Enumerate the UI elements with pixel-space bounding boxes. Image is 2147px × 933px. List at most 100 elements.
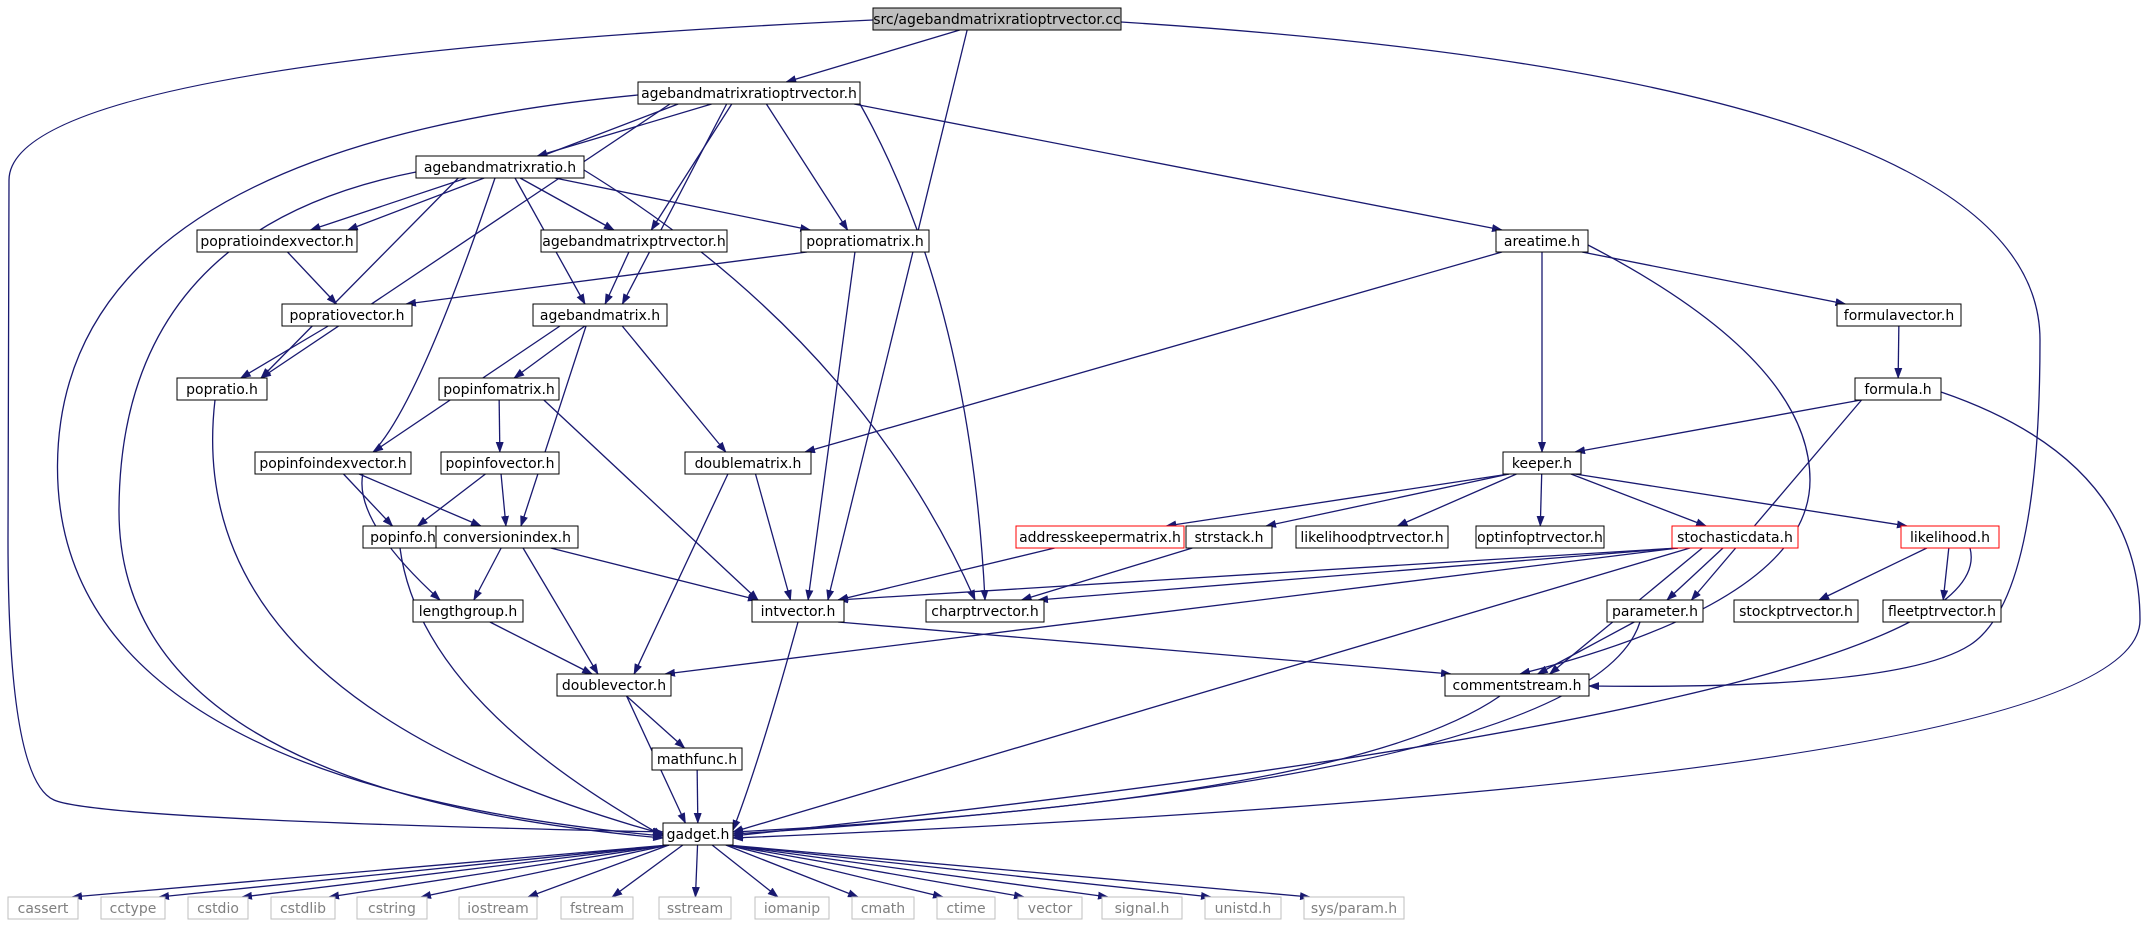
node-label: popinfomatrix.h xyxy=(443,382,555,398)
node-strstack-h[interactable]: strstack.h xyxy=(1185,525,1273,549)
node-popratiomatrix-h[interactable]: popratiomatrix.h xyxy=(800,229,930,253)
node-box xyxy=(532,303,668,327)
node-stochasticdata-h[interactable]: stochasticdata.h xyxy=(1671,525,1799,549)
edge-conversionindex-h-to-lengthgroup-h xyxy=(473,547,502,601)
edge-gadget-h-to-cassert xyxy=(71,844,670,901)
node-likelihood-h[interactable]: likelihood.h xyxy=(1900,525,2000,549)
edge-conversionindex-h-to-doublevector-h xyxy=(522,547,599,675)
node-label: popinfo.h xyxy=(370,530,436,546)
node-optinfoptrvector-h[interactable]: optinfoptrvector.h xyxy=(1475,525,1605,549)
node-box xyxy=(356,896,428,920)
edge-popratiomatrix-h-to-popratiovector-h xyxy=(405,251,808,307)
node-label: src/agebandmatrixratioptrvector.cc xyxy=(873,12,1120,28)
edge-areatime-h-to-formulavector-h xyxy=(1581,251,1847,306)
edge-gadget-h-to-unistd-h xyxy=(726,844,1212,900)
node-popinfovector-h[interactable]: popinfovector.h xyxy=(440,451,560,475)
edge-agebandmatrixratio-h-to-agebandmatrixptrvector-h xyxy=(519,177,615,231)
edge-agebandmatrixratio-h-to-popratiomatrix-h xyxy=(554,177,812,232)
edge-popratio-h-to-gadget-h xyxy=(211,399,664,836)
edge-popinfo-h-to-gadget-h xyxy=(399,547,664,837)
node-lengthgroup-h[interactable]: lengthgroup.h xyxy=(412,599,524,623)
node-label: intvector.h xyxy=(761,604,836,620)
edge-gadget-h-to-iomanip xyxy=(711,844,779,898)
node-sys-param-h: sys/param.h xyxy=(1303,896,1405,920)
node-doublematrix-h[interactable]: doublematrix.h xyxy=(684,451,812,475)
node-popratioindexvector-h[interactable]: popratioindexvector.h xyxy=(196,229,358,253)
edge-gadget-h-to-fstream xyxy=(611,844,684,898)
node-label: agebandmatrixptrvector.h xyxy=(542,234,726,250)
node-agebandmatrix-h[interactable]: agebandmatrix.h xyxy=(532,303,668,327)
node-root[interactable]: src/agebandmatrixratioptrvector.cc xyxy=(872,7,1122,31)
node-popinfo-h[interactable]: popinfo.h xyxy=(362,525,444,549)
node-formulavector-h[interactable]: formulavector.h xyxy=(1836,303,1962,327)
edge-conversionindex-h-to-intvector-h xyxy=(550,547,759,602)
edge-popratiovector-h-to-popratio-h xyxy=(239,325,329,379)
edge-popinfoindexvector-h-to-popinfo-h xyxy=(343,473,394,527)
edge-agebandmatrix-h-to-popinfomatrix-h xyxy=(513,325,586,379)
node-charptrvector-h[interactable]: charptrvector.h xyxy=(925,599,1045,623)
edge-agebandmatrixratioptrvector-h-to-gadget-h xyxy=(56,94,664,840)
node-addresskeepermatrix-h[interactable]: addresskeepermatrix.h xyxy=(1015,525,1185,549)
node-box xyxy=(1836,303,1962,327)
node-gadget-h[interactable]: gadget.h xyxy=(662,822,734,846)
node-cassert: cassert xyxy=(7,896,79,920)
node-label: gadget.h xyxy=(667,827,730,843)
node-box xyxy=(658,896,732,920)
edge-popinfomatrix-h-to-popinfovector-h xyxy=(495,399,504,453)
node-box xyxy=(7,896,79,920)
node-box xyxy=(415,155,585,179)
node-label: popratio.h xyxy=(186,382,258,398)
node-box xyxy=(1495,229,1589,253)
edge-gadget-h-to-cmath xyxy=(725,844,859,898)
node-label: popinfoindexvector.h xyxy=(259,456,406,472)
edge-popinfoindexvector-h-to-conversionindex-h xyxy=(358,473,482,527)
edge-gadget-h-to-iostream xyxy=(527,844,670,898)
node-agebandmatrixratioptrvector-h[interactable]: agebandmatrixratioptrvector.h xyxy=(637,81,861,105)
node-intvector-h[interactable]: intvector.h xyxy=(751,599,845,623)
node-doublevector-h[interactable]: doublevector.h xyxy=(556,673,672,697)
node-stockptrvector-h[interactable]: stockptrvector.h xyxy=(1733,599,1859,623)
node-box xyxy=(1854,377,1942,401)
node-label: agebandmatrix.h xyxy=(540,308,660,324)
node-label: cstdlib xyxy=(280,901,326,917)
node-box xyxy=(458,896,538,920)
node-agebandmatrixptrvector-h[interactable]: agebandmatrixptrvector.h xyxy=(540,229,728,253)
node-agebandmatrixratio-h[interactable]: agebandmatrixratio.h xyxy=(415,155,585,179)
node-mathfunc-h[interactable]: mathfunc.h xyxy=(651,747,743,771)
node-parameter-h[interactable]: parameter.h xyxy=(1606,599,1704,623)
node-unistd-h: unistd.h xyxy=(1204,896,1282,920)
node-keeper-h[interactable]: keeper.h xyxy=(1502,451,1582,475)
node-box xyxy=(1015,525,1185,549)
edge-gadget-h-to-cstring xyxy=(420,844,670,899)
node-box xyxy=(176,377,268,401)
node-likelihoodptrvector-h[interactable]: likelihoodptrvector.h xyxy=(1295,525,1449,549)
node-popratiovector-h[interactable]: popratiovector.h xyxy=(281,303,413,327)
node-box xyxy=(435,525,579,549)
edge-popinfovector-h-to-conversionindex-h xyxy=(500,473,509,527)
node-popratio-h[interactable]: popratio.h xyxy=(176,377,268,401)
node-cmath: cmath xyxy=(851,896,915,920)
node-commentstream-h[interactable]: commentstream.h xyxy=(1444,673,1590,697)
node-label: lengthgroup.h xyxy=(419,604,518,620)
node-popinfomatrix-h[interactable]: popinfomatrix.h xyxy=(438,377,560,401)
node-popinfoindexvector-h[interactable]: popinfoindexvector.h xyxy=(254,451,412,475)
edge-gadget-h-to-cstdlib xyxy=(328,844,670,900)
edge-agebandmatrixratio-h-to-popratio-h xyxy=(260,177,459,379)
node-label: cmath xyxy=(861,901,905,917)
node-label: stochasticdata.h xyxy=(1677,530,1793,546)
edge-agebandmatrixratioptrvector-h-to-agebandmatrixptrvector-h xyxy=(650,103,733,231)
node-label: cstring xyxy=(368,901,416,917)
node-box xyxy=(1502,451,1582,475)
edge-likelihood-h-to-fleetptrvector-h xyxy=(1940,547,1950,601)
node-box xyxy=(936,896,996,920)
edge-doublevector-h-to-mathfunc-h xyxy=(626,695,686,749)
node-label: areatime.h xyxy=(1504,234,1580,250)
node-fleetptrvector-h[interactable]: fleetptrvector.h xyxy=(1882,599,2002,623)
node-areatime-h[interactable]: areatime.h xyxy=(1495,229,1589,253)
node-sstream: sstream xyxy=(658,896,732,920)
node-conversionindex-h[interactable]: conversionindex.h xyxy=(435,525,579,549)
node-box xyxy=(1017,896,1083,920)
node-box xyxy=(254,451,412,475)
node-formula-h[interactable]: formula.h xyxy=(1854,377,1942,401)
